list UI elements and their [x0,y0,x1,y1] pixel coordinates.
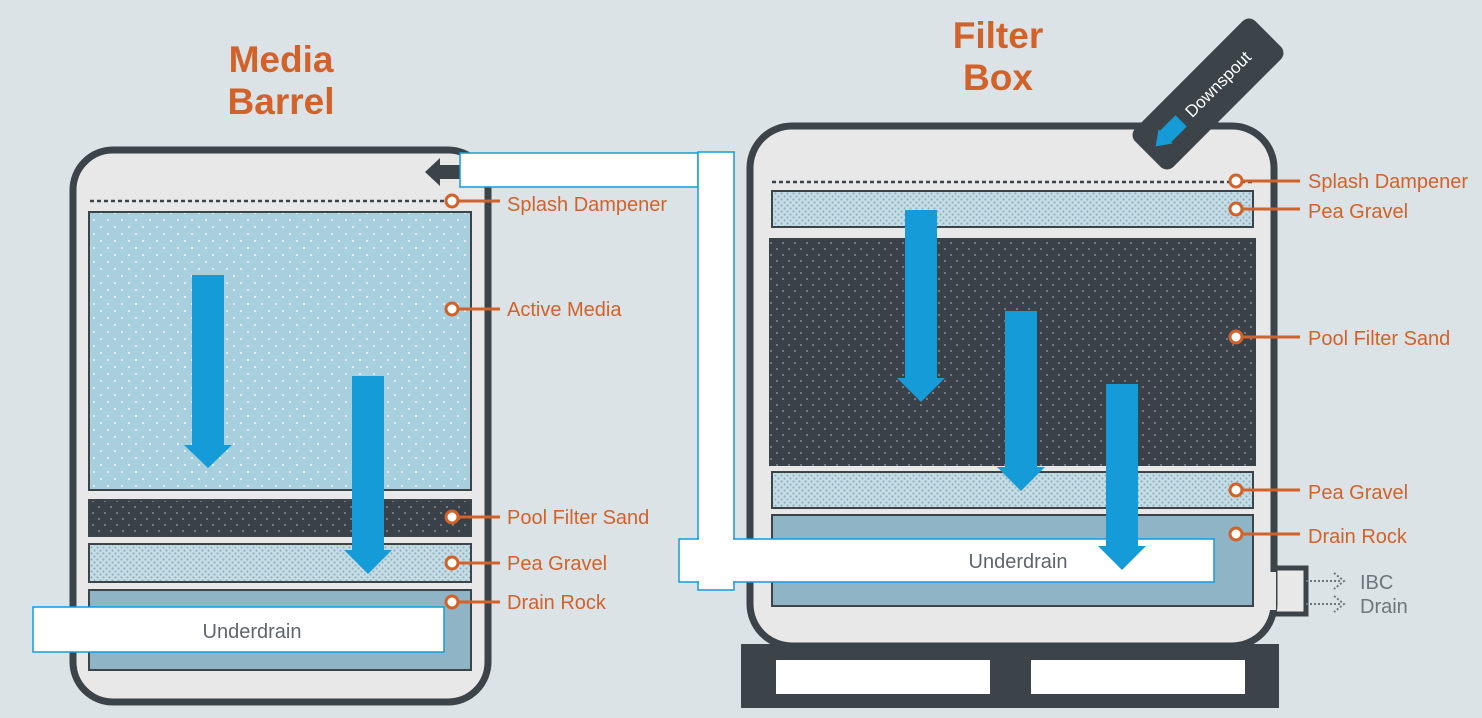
callout-marker [444,509,460,525]
media-barrel: Media Barrel Underdrain Splash Dampener … [32,39,667,706]
flow-arrow-icon [1098,384,1146,570]
connecting-pipe [459,151,735,591]
filter-box-title-line2: Box [963,57,1033,98]
media-barrel-underdrain [32,606,445,653]
callout-marker [444,555,460,571]
callout-marker [444,193,460,209]
media-barrel-label-pea-gravel: Pea Gravel [507,553,607,575]
filter-box-label-pea-gravel-bottom: Pea Gravel [1308,482,1408,504]
filter-box-label-drain-rock: Drain Rock [1308,526,1408,548]
media-barrel-label-pool-filter-sand: Pool Filter Sand [507,507,649,529]
callout-marker [1228,173,1244,189]
filter-box-label-splash-dampener: Splash Dampener [1308,171,1468,193]
media-barrel-title-line1: Media [229,39,334,80]
media-barrel-active-media-layer [88,211,472,491]
filter-box: Filter Box Underdrain Downspout [678,15,1468,708]
media-barrel-underdrain-label: Underdrain [203,621,302,643]
callout-marker [1228,482,1244,498]
downspout-arrow-icon [1155,129,1173,147]
callout-marker [1228,329,1244,345]
callout-marker [444,301,460,317]
media-barrel-pea-gravel-layer [88,543,472,583]
filter-box-label-pool-filter-sand: Pool Filter Sand [1308,328,1450,350]
filter-box-pea-gravel-top-layer [771,190,1254,228]
filter-box-outlet-label-line1: IBC [1360,572,1393,594]
media-barrel-label-active-media: Active Media [507,299,622,321]
callout-marker [444,594,460,610]
flow-arrow-icon [997,311,1045,491]
filter-box-underdrain-label: Underdrain [969,551,1068,573]
callout-marker [1228,526,1244,542]
flow-arrow-icon [897,210,945,402]
filter-box-title-line1: Filter [953,15,1043,56]
media-barrel-pool-filter-sand-layer [88,499,472,537]
media-barrel-title-line2: Barrel [228,81,335,122]
filter-box-label-pea-gravel-top: Pea Gravel [1308,201,1408,223]
outlet-arrows-icon [1306,572,1346,613]
media-barrel-label-splash-dampener: Splash Dampener [507,194,667,216]
filter-box-outlet-label-line2: Drain [1360,596,1408,618]
media-barrel-label-drain-rock: Drain Rock [507,592,607,614]
flow-arrow-icon [344,376,392,574]
callout-marker [1228,201,1244,217]
flow-arrow-icon [184,275,232,468]
inlet-arrow-icon [425,158,460,186]
